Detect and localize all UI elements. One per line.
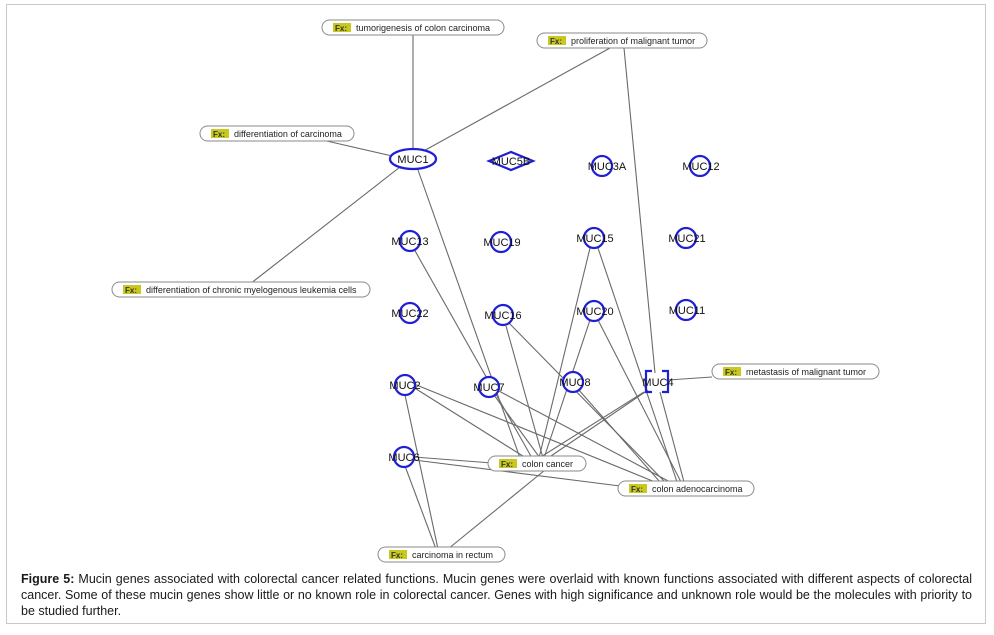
muc3a-label: MUC3A — [588, 161, 627, 173]
edge-muc2-colon-cancer — [412, 386, 527, 459]
fx-badge: Fx: — [501, 460, 513, 469]
fx-metastasis-label: metastasis of malignant tumor — [746, 367, 866, 377]
muc1-node[interactable] — [388, 147, 438, 171]
figure-caption: Figure 5: Mucin genes associated with co… — [21, 571, 972, 619]
fx-badge: Fx: — [125, 286, 137, 295]
muc16-label: MUC16 — [484, 310, 521, 322]
muc11-node[interactable] — [674, 298, 698, 322]
edge-muc2-carcinoma-rectum — [404, 394, 439, 550]
fx-differentiation-cml[interactable]: Fx: differentiation of chronic myelogeno… — [111, 281, 371, 298]
muc8-node[interactable] — [561, 370, 585, 394]
edge-muc7-colon-adenocarcinoma — [496, 389, 671, 483]
muc5b-label: MUC5B — [492, 156, 531, 168]
fx-colon-adenocarcinoma-label: colon adenocarcinoma — [652, 484, 743, 494]
fx-badge: Fx: — [391, 551, 403, 560]
edge-muc1-proliferation — [419, 47, 611, 154]
edge-muc4-colon-cancer — [547, 389, 649, 459]
muc6-node[interactable] — [392, 445, 416, 469]
edge-muc4-proliferation — [623, 47, 656, 374]
edge-muc15-colon-adenocarcinoma — [597, 247, 678, 483]
edge-muc6-carcinoma-rectum — [404, 465, 437, 550]
edge-muc1-differentiation-carcinoma — [317, 138, 393, 157]
muc1-label: MUC1 — [397, 154, 428, 166]
edge-muc13-colon-cancer — [413, 248, 533, 459]
muc15-node[interactable] — [582, 226, 606, 250]
gene-labels: MUC1 MUC5B MUC3A MUC12 MUC13 MUC19 MUC15… — [388, 154, 719, 464]
caption-label: Figure 5: — [21, 572, 75, 586]
fx-badge: Fx: — [725, 368, 737, 377]
muc2-label: MUC2 — [389, 380, 420, 392]
edge-muc16-colon-cancer — [505, 325, 544, 459]
fx-tumorigenesis[interactable]: Fx: tumorigenesis of colon carcinoma — [321, 19, 505, 36]
fx-metastasis[interactable]: Fx: metastasis of malignant tumor — [711, 363, 880, 380]
muc4-label: MUC4 — [642, 377, 673, 389]
edge-colon-cancer-carcinoma-rectum — [447, 469, 546, 550]
edge-muc8-colon-adenocarcinoma — [577, 388, 661, 483]
muc21-node[interactable] — [674, 226, 698, 250]
muc15-label: MUC15 — [576, 233, 613, 245]
fx-proliferation-label: proliferation of malignant tumor — [571, 36, 695, 46]
muc13-node[interactable] — [398, 229, 422, 253]
fx-badge: Fx: — [213, 130, 225, 139]
muc13-label: MUC13 — [391, 236, 428, 248]
edge-muc2-colon-adenocarcinoma — [413, 383, 656, 483]
edges — [249, 34, 713, 550]
edge-muc4-colon-adenocarcinoma — [659, 391, 685, 483]
edge-muc6-colon-cancer — [413, 456, 493, 464]
fx-colon-adenocarcinoma[interactable]: Fx: colon adenocarcinoma — [617, 480, 755, 497]
muc16-node[interactable] — [491, 303, 515, 327]
muc11-label: MUC11 — [669, 305, 705, 317]
fx-carcinoma-rectum-label: carcinoma in rectum — [412, 550, 493, 560]
muc7-label: MUC7 — [473, 382, 504, 394]
network-diagram: MUC1 MUC5B MUC3A MUC12 MUC13 MUC19 MUC15… — [111, 19, 880, 563]
caption-text: Mucin genes associated with colorectal c… — [21, 572, 972, 618]
edge-muc1-differentiation-cml — [249, 166, 401, 285]
muc2-node[interactable] — [393, 373, 417, 397]
muc5b-node[interactable] — [486, 150, 536, 172]
muc19-label: MUC19 — [483, 237, 520, 249]
edge-muc16-colon-adenocarcinoma — [507, 321, 666, 483]
edge-muc15-colon-cancer — [538, 247, 591, 459]
muc19-node[interactable] — [489, 230, 513, 254]
fx-colon-cancer[interactable]: Fx: colon cancer — [487, 455, 587, 472]
muc6-label: MUC6 — [388, 452, 419, 464]
fx-badge: Fx: — [631, 485, 643, 494]
edge-muc4-carcinoma-rectum — [535, 391, 645, 461]
edge-muc1-colon-cancer — [417, 169, 521, 459]
edge-muc4-metastasis — [667, 376, 713, 381]
fx-differentiation-cml-label: differentiation of chronic myelogenous l… — [146, 285, 357, 295]
edge-muc7-colon-cancer — [493, 394, 541, 459]
muc21-label: MUC21 — [668, 233, 705, 245]
muc4-node[interactable] — [644, 369, 670, 394]
muc22-label: MUC22 — [391, 308, 428, 320]
function-pills: Fx: tumorigenesis of colon carcinoma Fx:… — [111, 19, 880, 563]
muc3a-node[interactable] — [590, 154, 614, 178]
fx-badge: Fx: — [335, 24, 347, 33]
fx-tumorigenesis-label: tumorigenesis of colon carcinoma — [356, 23, 490, 33]
gene-nodes — [388, 147, 712, 469]
fx-proliferation[interactable]: Fx: proliferation of malignant tumor — [536, 32, 708, 49]
muc22-node[interactable] — [398, 301, 422, 325]
fx-carcinoma-rectum[interactable]: Fx: carcinoma in rectum — [377, 546, 506, 563]
muc7-node[interactable] — [477, 375, 501, 399]
edge-muc20-colon-adenocarcinoma — [597, 319, 682, 483]
fx-differentiation-carcinoma[interactable]: Fx: differentiation of carcinoma — [199, 125, 355, 142]
fx-badge: Fx: — [550, 37, 562, 46]
muc8-label: MUC8 — [559, 377, 590, 389]
muc20-label: MUC20 — [576, 306, 613, 318]
edge-muc6-colon-adenocarcinoma — [413, 459, 621, 487]
muc20-node[interactable] — [582, 299, 606, 323]
fx-differentiation-carcinoma-label: differentiation of carcinoma — [234, 129, 342, 139]
muc12-node[interactable] — [688, 154, 712, 178]
muc12-label: MUC12 — [682, 161, 719, 173]
fx-colon-cancer-label: colon cancer — [522, 459, 573, 469]
